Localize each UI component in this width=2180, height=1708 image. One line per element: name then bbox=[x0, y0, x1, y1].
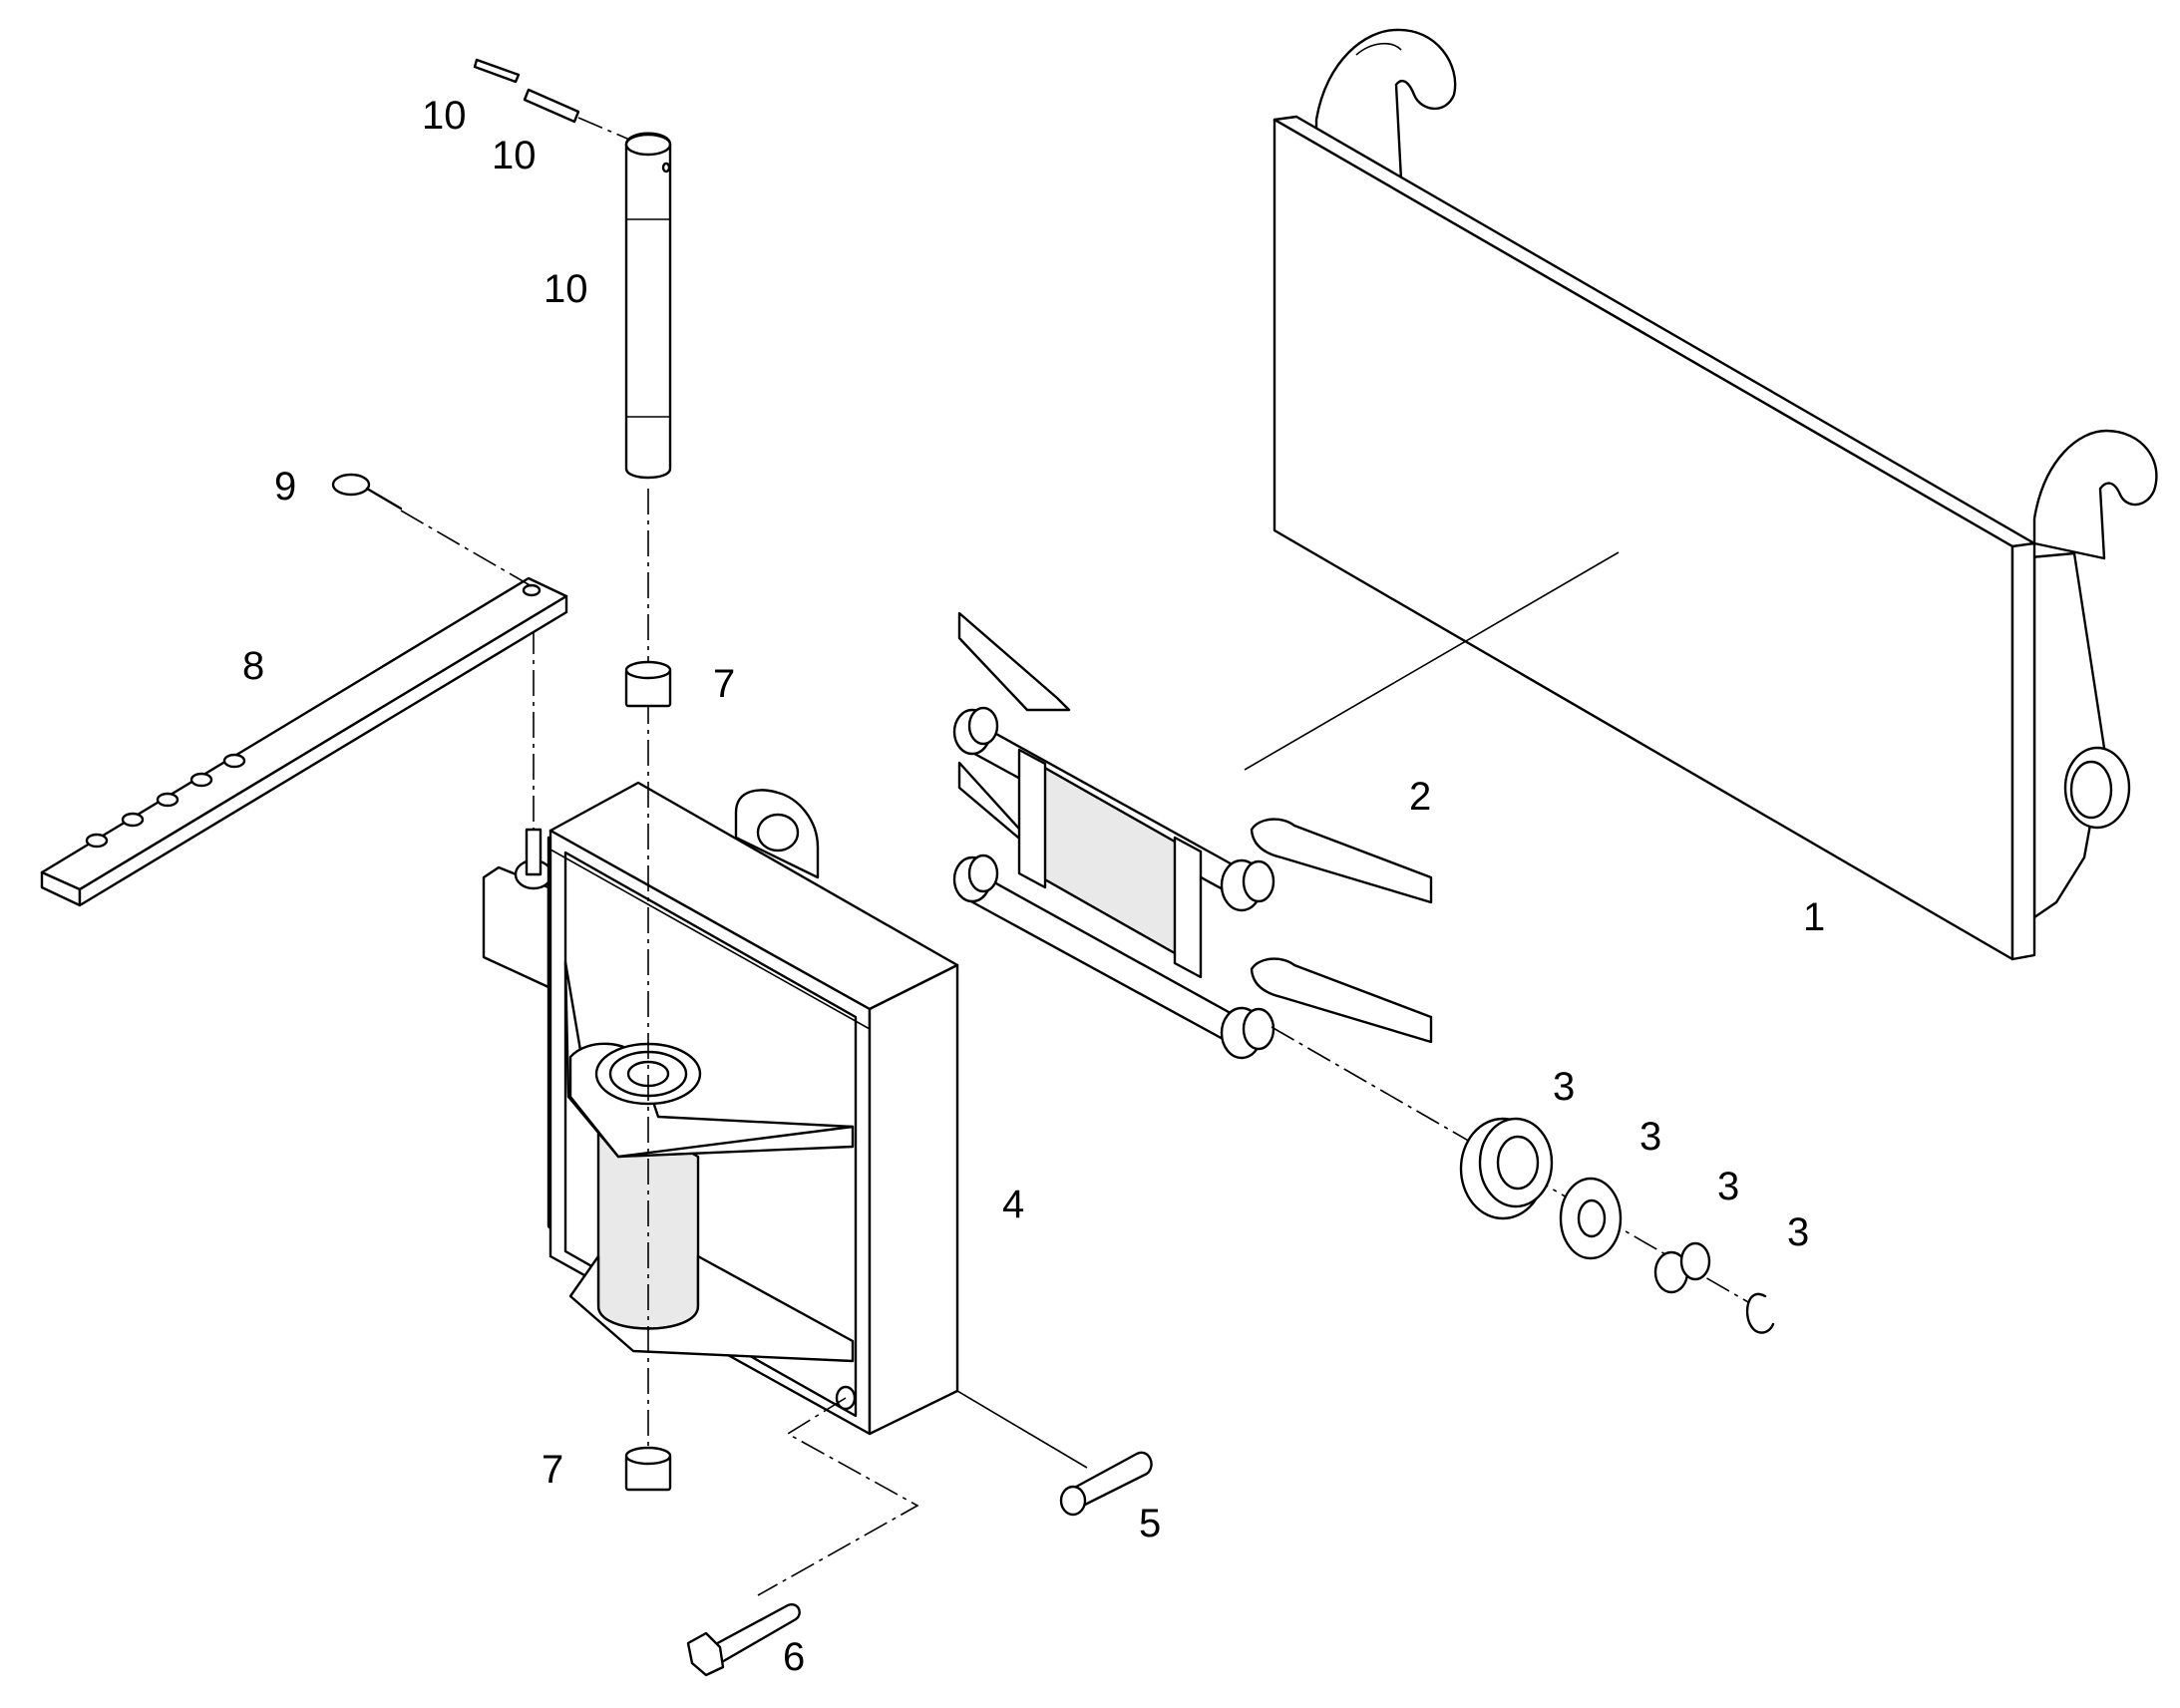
callout-6: 6 bbox=[783, 1635, 806, 1679]
part-4-housing bbox=[482, 489, 959, 1456]
part-10-pins bbox=[473, 58, 672, 480]
callout-3b: 3 bbox=[1639, 1115, 1662, 1159]
callout-3c: 3 bbox=[1717, 1165, 1740, 1208]
part-2-fork-linkage bbox=[952, 611, 1433, 1060]
part-7-bushings bbox=[624, 660, 672, 1492]
callout-2: 2 bbox=[1409, 775, 1432, 819]
callout-4: 4 bbox=[1002, 1183, 1025, 1226]
part-8-drawbar bbox=[40, 576, 568, 907]
part-9-ring-pin bbox=[331, 473, 533, 587]
callout-3d: 3 bbox=[1787, 1210, 1810, 1254]
callout-9: 9 bbox=[274, 465, 297, 509]
part-1-mounting-plate bbox=[1244, 28, 2158, 961]
callout-10b: 10 bbox=[492, 134, 537, 177]
callout-5: 5 bbox=[1139, 1502, 1162, 1545]
callout-3a: 3 bbox=[1553, 1065, 1576, 1109]
callout-1: 1 bbox=[1803, 895, 1826, 939]
callout-7b: 7 bbox=[542, 1448, 564, 1492]
part-3-bearing-set bbox=[1271, 1026, 1775, 1334]
callout-8: 8 bbox=[242, 644, 265, 688]
callout-10c: 10 bbox=[544, 267, 588, 311]
callout-7a: 7 bbox=[713, 662, 736, 706]
part-5-pin bbox=[956, 1390, 1153, 1517]
part-6-bolt bbox=[686, 1397, 919, 1677]
callout-10a: 10 bbox=[422, 94, 467, 138]
